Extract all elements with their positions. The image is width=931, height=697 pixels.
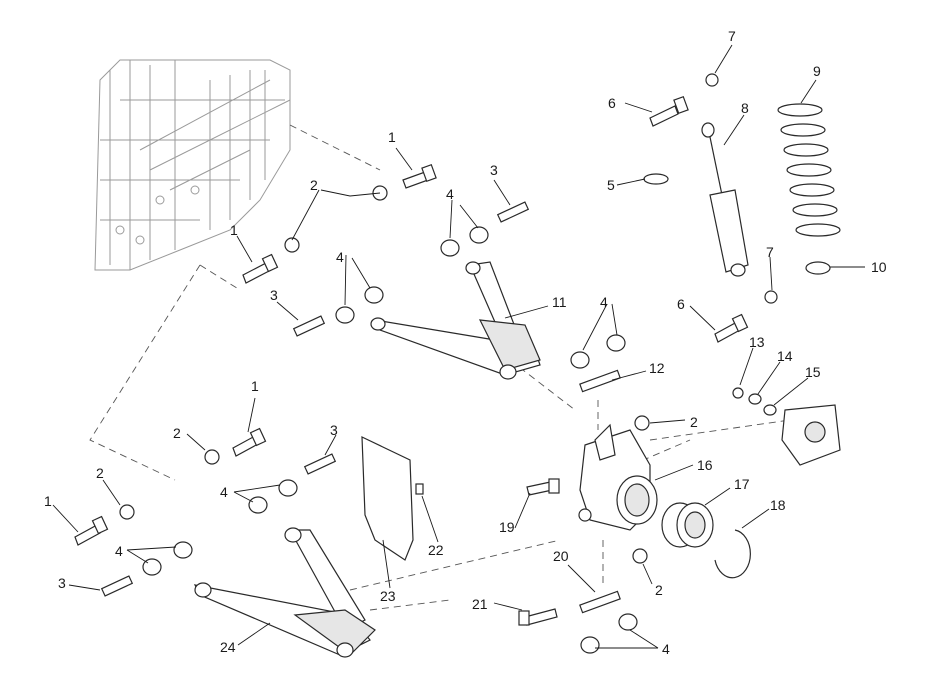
callout-11: 11: [552, 294, 567, 310]
callout-2e: 2: [96, 465, 104, 481]
mud-guard-plate: [361, 436, 414, 561]
callout-1b: 1: [230, 222, 238, 238]
callout-23: 23: [380, 588, 396, 604]
washer-15: [763, 404, 777, 416]
callout-4a: 4: [446, 186, 454, 202]
washer-14: [748, 393, 762, 405]
callout-24: 24: [220, 639, 236, 655]
callout-8: 8: [741, 100, 749, 116]
callout-14: 14: [777, 348, 793, 364]
vehicle-frame: [94, 59, 291, 271]
wheel-bearing: [661, 502, 714, 548]
callout-3c: 3: [330, 422, 338, 438]
spring-retainer: [805, 261, 831, 275]
shock-absorber: [701, 122, 749, 277]
hub-carrier: [578, 423, 658, 531]
callout-3b: 3: [270, 287, 278, 303]
callout-3a: 3: [490, 162, 498, 178]
assembly-lines: [89, 124, 791, 611]
nuts: [119, 73, 778, 564]
callout-10: 10: [871, 259, 887, 275]
callout-2c: 2: [655, 582, 663, 598]
callout-13: 13: [749, 334, 765, 350]
callout-7b: 7: [766, 244, 774, 260]
leader-lines: [52, 44, 865, 649]
snap-ring: [714, 529, 751, 579]
callout-12: 12: [649, 360, 665, 376]
callout-1d: 1: [44, 493, 52, 509]
bushings: [142, 226, 638, 654]
coil-spring: [777, 103, 841, 237]
callout-16: 16: [697, 457, 713, 473]
callout-15: 15: [805, 364, 821, 380]
callout-18: 18: [770, 497, 786, 513]
callout-4d: 4: [662, 641, 670, 657]
callout-labels: 1 2 3 4 1 3 4 11 4 12 2 16 17 18 19 20 2…: [44, 28, 887, 657]
callout-4b: 4: [336, 249, 344, 265]
callout-7a: 7: [728, 28, 736, 44]
upper-a-arm: [370, 261, 541, 380]
pivot-pins: [100, 201, 621, 614]
brake-caliper: [781, 404, 841, 466]
callout-3d: 3: [58, 575, 66, 591]
callout-19: 19: [499, 519, 515, 535]
callout-5: 5: [607, 177, 615, 193]
callout-6a: 6: [608, 95, 616, 111]
callout-1a: 1: [388, 129, 396, 145]
bolts: [74, 95, 749, 626]
callout-4e: 4: [220, 484, 228, 500]
callout-9: 9: [813, 63, 821, 79]
callout-22: 22: [428, 542, 444, 558]
callout-4c: 4: [600, 294, 608, 310]
washer-5: [643, 173, 669, 185]
callout-1c: 1: [251, 378, 259, 394]
callout-2b: 2: [690, 414, 698, 430]
callout-20: 20: [553, 548, 569, 564]
callout-21: 21: [472, 596, 488, 612]
callout-17: 17: [734, 476, 750, 492]
callout-4f: 4: [115, 543, 123, 559]
callout-6b: 6: [677, 296, 685, 312]
callout-2a: 2: [310, 177, 318, 193]
callout-2d: 2: [173, 425, 181, 441]
lower-a-arm: [193, 527, 376, 658]
screw-22: [415, 483, 424, 495]
